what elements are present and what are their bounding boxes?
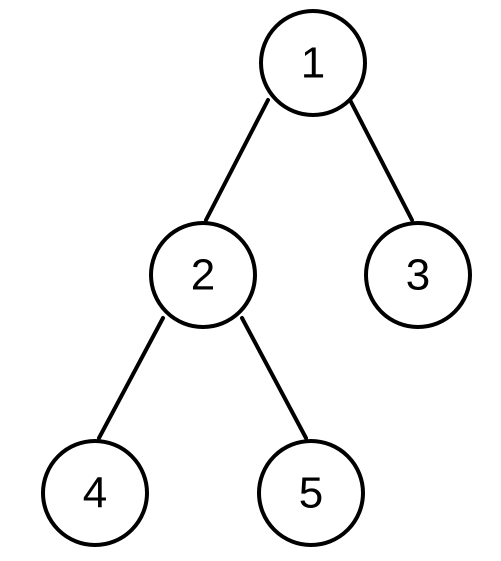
node-label-3: 3 — [406, 251, 430, 300]
node-label-1: 1 — [301, 39, 325, 88]
node-label-2: 2 — [191, 251, 215, 300]
tree-node-2: 2 — [149, 221, 257, 329]
tree-node-1: 1 — [259, 9, 367, 117]
edge-2-5 — [240, 316, 308, 440]
tree-nodes: 1 2 3 4 5 — [41, 9, 472, 547]
edge-1-2 — [204, 98, 270, 222]
node-circle-3 — [364, 221, 472, 329]
tree-node-4: 4 — [41, 439, 149, 547]
node-circle-1 — [259, 9, 367, 117]
node-label-5: 5 — [299, 469, 323, 518]
node-circle-4 — [41, 439, 149, 547]
tree-edges — [97, 98, 414, 440]
node-circle-2 — [149, 221, 257, 329]
tree-node-5: 5 — [257, 439, 365, 547]
edge-2-4 — [97, 316, 165, 440]
node-label-4: 4 — [83, 469, 107, 518]
edge-1-3 — [348, 98, 414, 222]
node-circle-5 — [257, 439, 365, 547]
tree-node-3: 3 — [364, 221, 472, 329]
